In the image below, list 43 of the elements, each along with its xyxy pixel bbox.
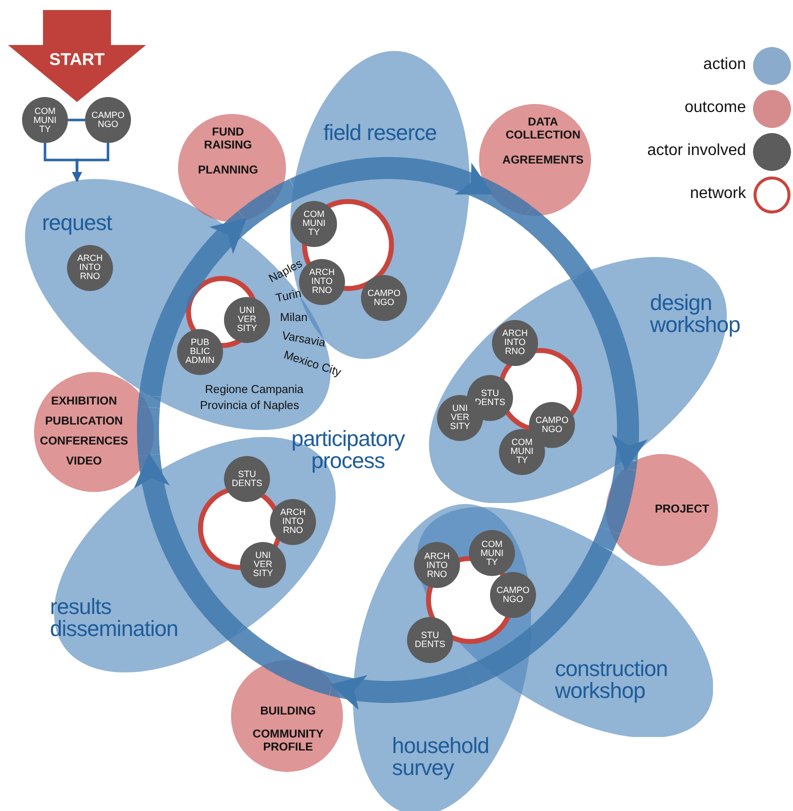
outcome-label: PROJECT	[654, 504, 710, 516]
action-title: household survey	[392, 734, 490, 779]
actor-circle: COM MUNI TY	[290, 200, 337, 247]
outcome-label: EXHIBITION	[51, 396, 117, 408]
legend-label: outcome	[684, 99, 746, 117]
actor-circle: ARCH INTO RNO	[414, 542, 460, 588]
start-arrow	[8, 10, 146, 102]
place-label: Turin	[274, 288, 302, 305]
outcome-label: BUILDING	[260, 706, 316, 718]
place-label: Provincia of Naples	[200, 400, 300, 412]
actor-circle: STU DENTS	[224, 456, 270, 502]
action-title: request	[42, 212, 114, 234]
action-title: construction workshop	[554, 658, 669, 702]
connector-line	[68, 118, 85, 122]
actor-circle: CAMPO NGO	[85, 97, 131, 143]
actor-circle: ARCH INTO RNO	[66, 244, 113, 291]
actor-circle: CAMPO NGO	[360, 274, 407, 321]
place-label: Mexico City	[282, 349, 342, 380]
actor-circle: UNI VER SITY	[240, 542, 286, 588]
place-label: Milan	[280, 312, 308, 324]
actor-circle: ARCH INTO RNO	[270, 498, 316, 545]
center-label: participatory process	[290, 428, 406, 472]
outcome-label: COMMUNITY PROFILE	[252, 728, 324, 754]
action-title: field reserce	[322, 122, 438, 144]
actor-circle: STU DENTS	[406, 616, 453, 663]
outcome-label: PLANNING	[198, 164, 258, 178]
legend-label: network	[690, 185, 746, 203]
place-label: Regione Campania	[205, 384, 304, 396]
outcome-label: VIDEO	[66, 456, 102, 468]
legend-label: actor involved	[647, 142, 746, 160]
actor-circle: PUB BLIC ADMIN	[176, 328, 223, 375]
outcome-label: DATA COLLECTION	[506, 116, 580, 142]
outcome-label: PUBLICATION	[45, 416, 123, 428]
outcome-label: FUND RAISING	[204, 126, 252, 152]
legend-label: action	[703, 56, 746, 74]
outcome-label: AGREEMENTS	[502, 154, 584, 168]
outcome-label: CONFERENCES	[40, 436, 128, 448]
place-label: Varsavia	[280, 330, 326, 350]
actor-circle: COM MUNI TY	[469, 530, 515, 576]
actor-circle: ARCH INTO RNO	[492, 320, 538, 366]
start-label: START	[49, 50, 105, 70]
bracket-arrow	[72, 143, 110, 182]
actor-circle: COM MUNI TY	[22, 97, 68, 143]
